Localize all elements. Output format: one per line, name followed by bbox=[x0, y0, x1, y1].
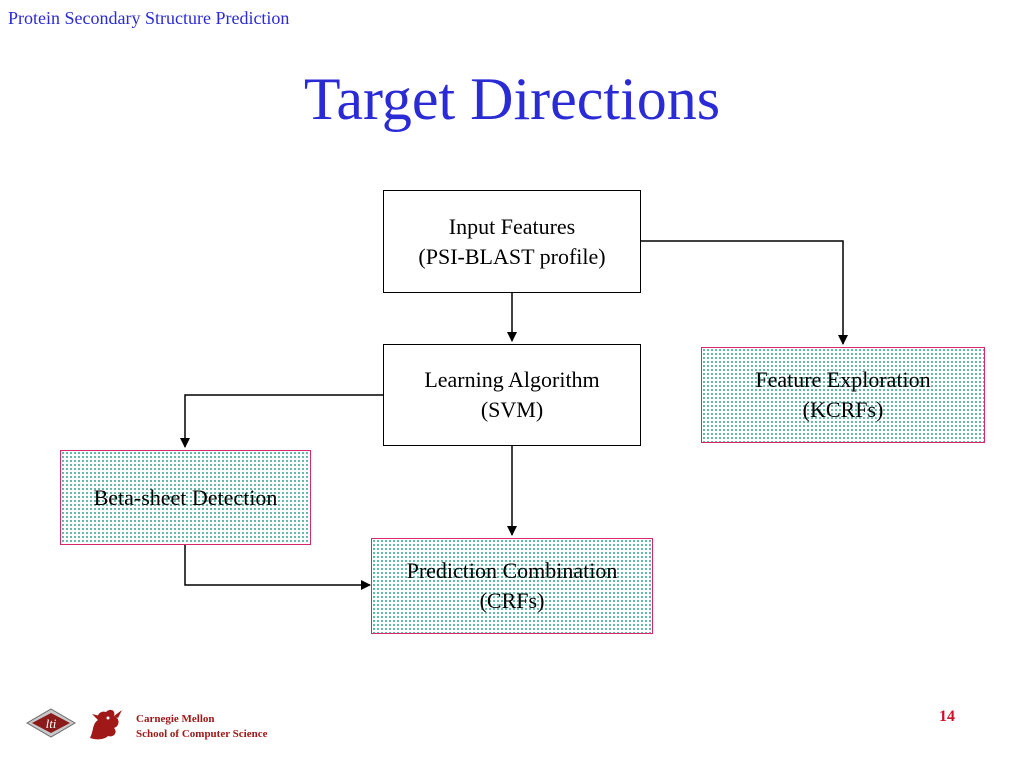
feature-exploration-label: Feature Exploration bbox=[755, 367, 931, 392]
beta-sheet-box: Beta-sheet Detection bbox=[60, 450, 311, 545]
input-features-sublabel: (PSI-BLAST profile) bbox=[418, 243, 606, 269]
institution-name: Carnegie Mellon School of Computer Scien… bbox=[136, 712, 267, 742]
learning-algorithm-label: Learning Algorithm bbox=[424, 367, 600, 392]
prediction-combination-sublabel: (CRFs) bbox=[479, 588, 545, 613]
arrow-beta-sheet-to-prediction bbox=[184, 545, 371, 590]
arrow-input-to-feature-exploration bbox=[641, 240, 848, 345]
svg-text:lti: lti bbox=[46, 716, 57, 731]
institution-line-2: School of Computer Science bbox=[136, 728, 268, 740]
feature-exploration-box: Feature Exploration (KCRFs) bbox=[701, 347, 985, 443]
header-title: Protein Secondary Structure Prediction bbox=[8, 8, 290, 28]
arrow-learning-to-beta-sheet bbox=[180, 394, 383, 448]
prediction-combination-box: Prediction Combination (CRFs) bbox=[371, 538, 653, 634]
beta-sheet-label: Beta-sheet Detection bbox=[93, 484, 278, 510]
feature-exploration-sublabel: (KCRFs) bbox=[802, 397, 884, 422]
lti-logo: lti bbox=[26, 708, 76, 738]
institution-line-1: Carnegie Mellon bbox=[136, 713, 215, 725]
learning-algorithm-box: Learning Algorithm (SVM) bbox=[383, 344, 641, 446]
page-number: 14 bbox=[939, 708, 955, 725]
input-features-label: Input Features bbox=[448, 213, 576, 239]
learning-algorithm-sublabel: (SVM) bbox=[480, 397, 544, 422]
input-features-box: Input Features (PSI-BLAST profile) bbox=[383, 190, 641, 293]
slide-title: Target Directions bbox=[303, 66, 721, 132]
prediction-combination-label: Prediction Combination bbox=[406, 558, 618, 583]
dragon-logo bbox=[90, 709, 122, 740]
